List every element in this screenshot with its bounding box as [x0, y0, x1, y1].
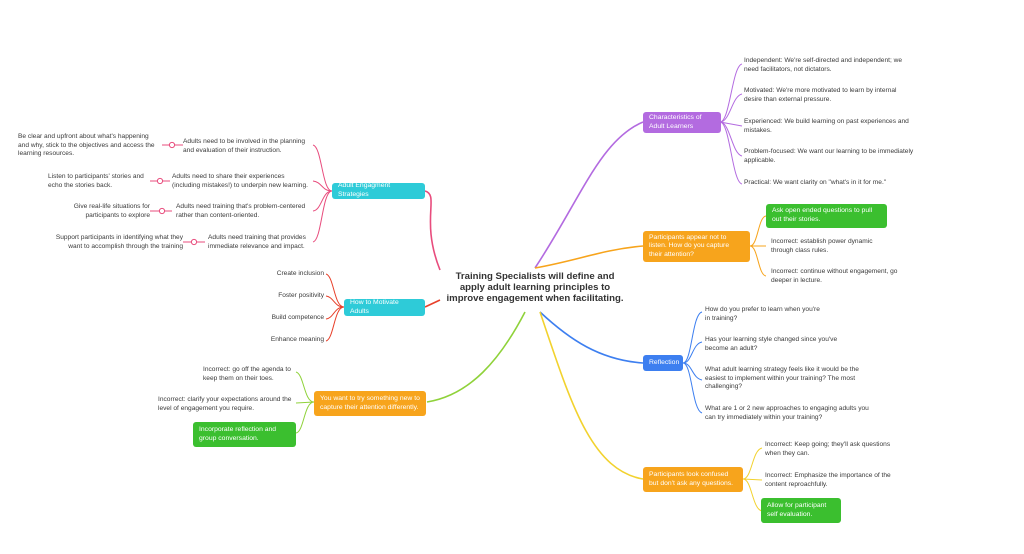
dot-engagement-2 — [156, 177, 164, 185]
topic-participants-not-listen[interactable]: Participants appear not to listen. How d… — [643, 231, 750, 262]
motivate-enhance-meaning: Enhance meaning — [270, 336, 324, 343]
topic-reflection[interactable]: Reflection — [643, 355, 683, 371]
link-center-motivate — [424, 299, 441, 308]
answer-self-evaluation[interactable]: Allow for participant self evaluation. — [761, 498, 841, 523]
topic-try-something-new[interactable]: You want to try something new to capture… — [314, 391, 426, 416]
answer-keep-going: Incorrect: Keep going; they'll ask quest… — [765, 441, 891, 457]
link-center-trynew — [426, 311, 526, 403]
engagement-detail-2: Listen to participants' stories and echo… — [48, 173, 144, 189]
topic-participants-confused[interactable]: Participants look confused but don't ask… — [643, 467, 743, 492]
dot-engagement-1 — [168, 141, 176, 149]
topic-characteristics[interactable]: Characteristics of Adult Learners — [643, 112, 721, 133]
characteristic-problem-focused: Problem-focused: We want our learning to… — [744, 148, 914, 164]
answer-emphasize-importance: Incorrect: Emphasize the importance of t… — [765, 472, 891, 488]
characteristic-independent: Independent: We're self-directed and ind… — [744, 57, 903, 73]
answer-off-agenda: Incorrect: go off the agenda to keep the… — [203, 366, 291, 382]
link-center-confused — [539, 311, 644, 480]
reflection-question-2: Has your learning style changed since yo… — [705, 336, 838, 352]
engagement-detail-1: Be clear and upfront about what's happen… — [18, 133, 155, 158]
link-center-reflection — [539, 311, 644, 364]
reflection-question-4: What are 1 or 2 new approaches to engagi… — [705, 405, 869, 421]
link-center-engagement — [424, 190, 441, 271]
link-center-characteristics — [534, 121, 644, 269]
motivate-create-inclusion: Create inclusion — [276, 270, 324, 277]
characteristic-motivated: Motivated: We're more motivated to learn… — [744, 87, 897, 103]
engagement-need-3: Adults need training that's problem-cent… — [176, 203, 306, 219]
topic-adult-engagement[interactable]: Adult Engagment Strategies — [332, 182, 425, 199]
answer-open-ended-questions[interactable]: Ask open ended questions to pull out the… — [766, 204, 887, 228]
engagement-need-4: Adults need training that provides immed… — [208, 234, 306, 250]
link-center-listen — [534, 245, 644, 269]
answer-power-dynamic: Incorrect: establish power dynamic throu… — [771, 238, 873, 254]
reflection-question-1: How do you prefer to learn when you're i… — [705, 306, 820, 322]
answer-continue-lecture: Incorrect: continue without engagement, … — [771, 268, 898, 284]
engagement-need-2: Adults need to share their experiences (… — [172, 173, 308, 189]
engagement-need-1: Adults need to be involved in the planni… — [183, 138, 306, 154]
answer-clarify-expectations: Incorrect: clarify your expectations aro… — [158, 396, 292, 412]
dot-engagement-4 — [190, 238, 198, 246]
characteristic-practical: Practical: We want clarity on "what's in… — [744, 179, 887, 186]
characteristic-experienced: Experienced: We build learning on past e… — [744, 118, 909, 134]
motivate-foster-positivity: Foster positivity — [278, 292, 324, 299]
engagement-detail-4: Support participants in identifying what… — [55, 234, 183, 250]
central-topic[interactable]: Training Specialists will define and app… — [446, 271, 624, 304]
reflection-question-3: What adult learning strategy feels like … — [705, 366, 859, 391]
motivate-build-competence: Build competence — [271, 314, 324, 321]
engagement-detail-3: Give real-life situations for participan… — [73, 203, 150, 219]
topic-motivate-adults[interactable]: How to Motivate Adults — [344, 299, 425, 316]
dot-engagement-3 — [158, 207, 166, 215]
answer-reflection-conversation[interactable]: Incorporate reflection and group convers… — [193, 422, 296, 447]
